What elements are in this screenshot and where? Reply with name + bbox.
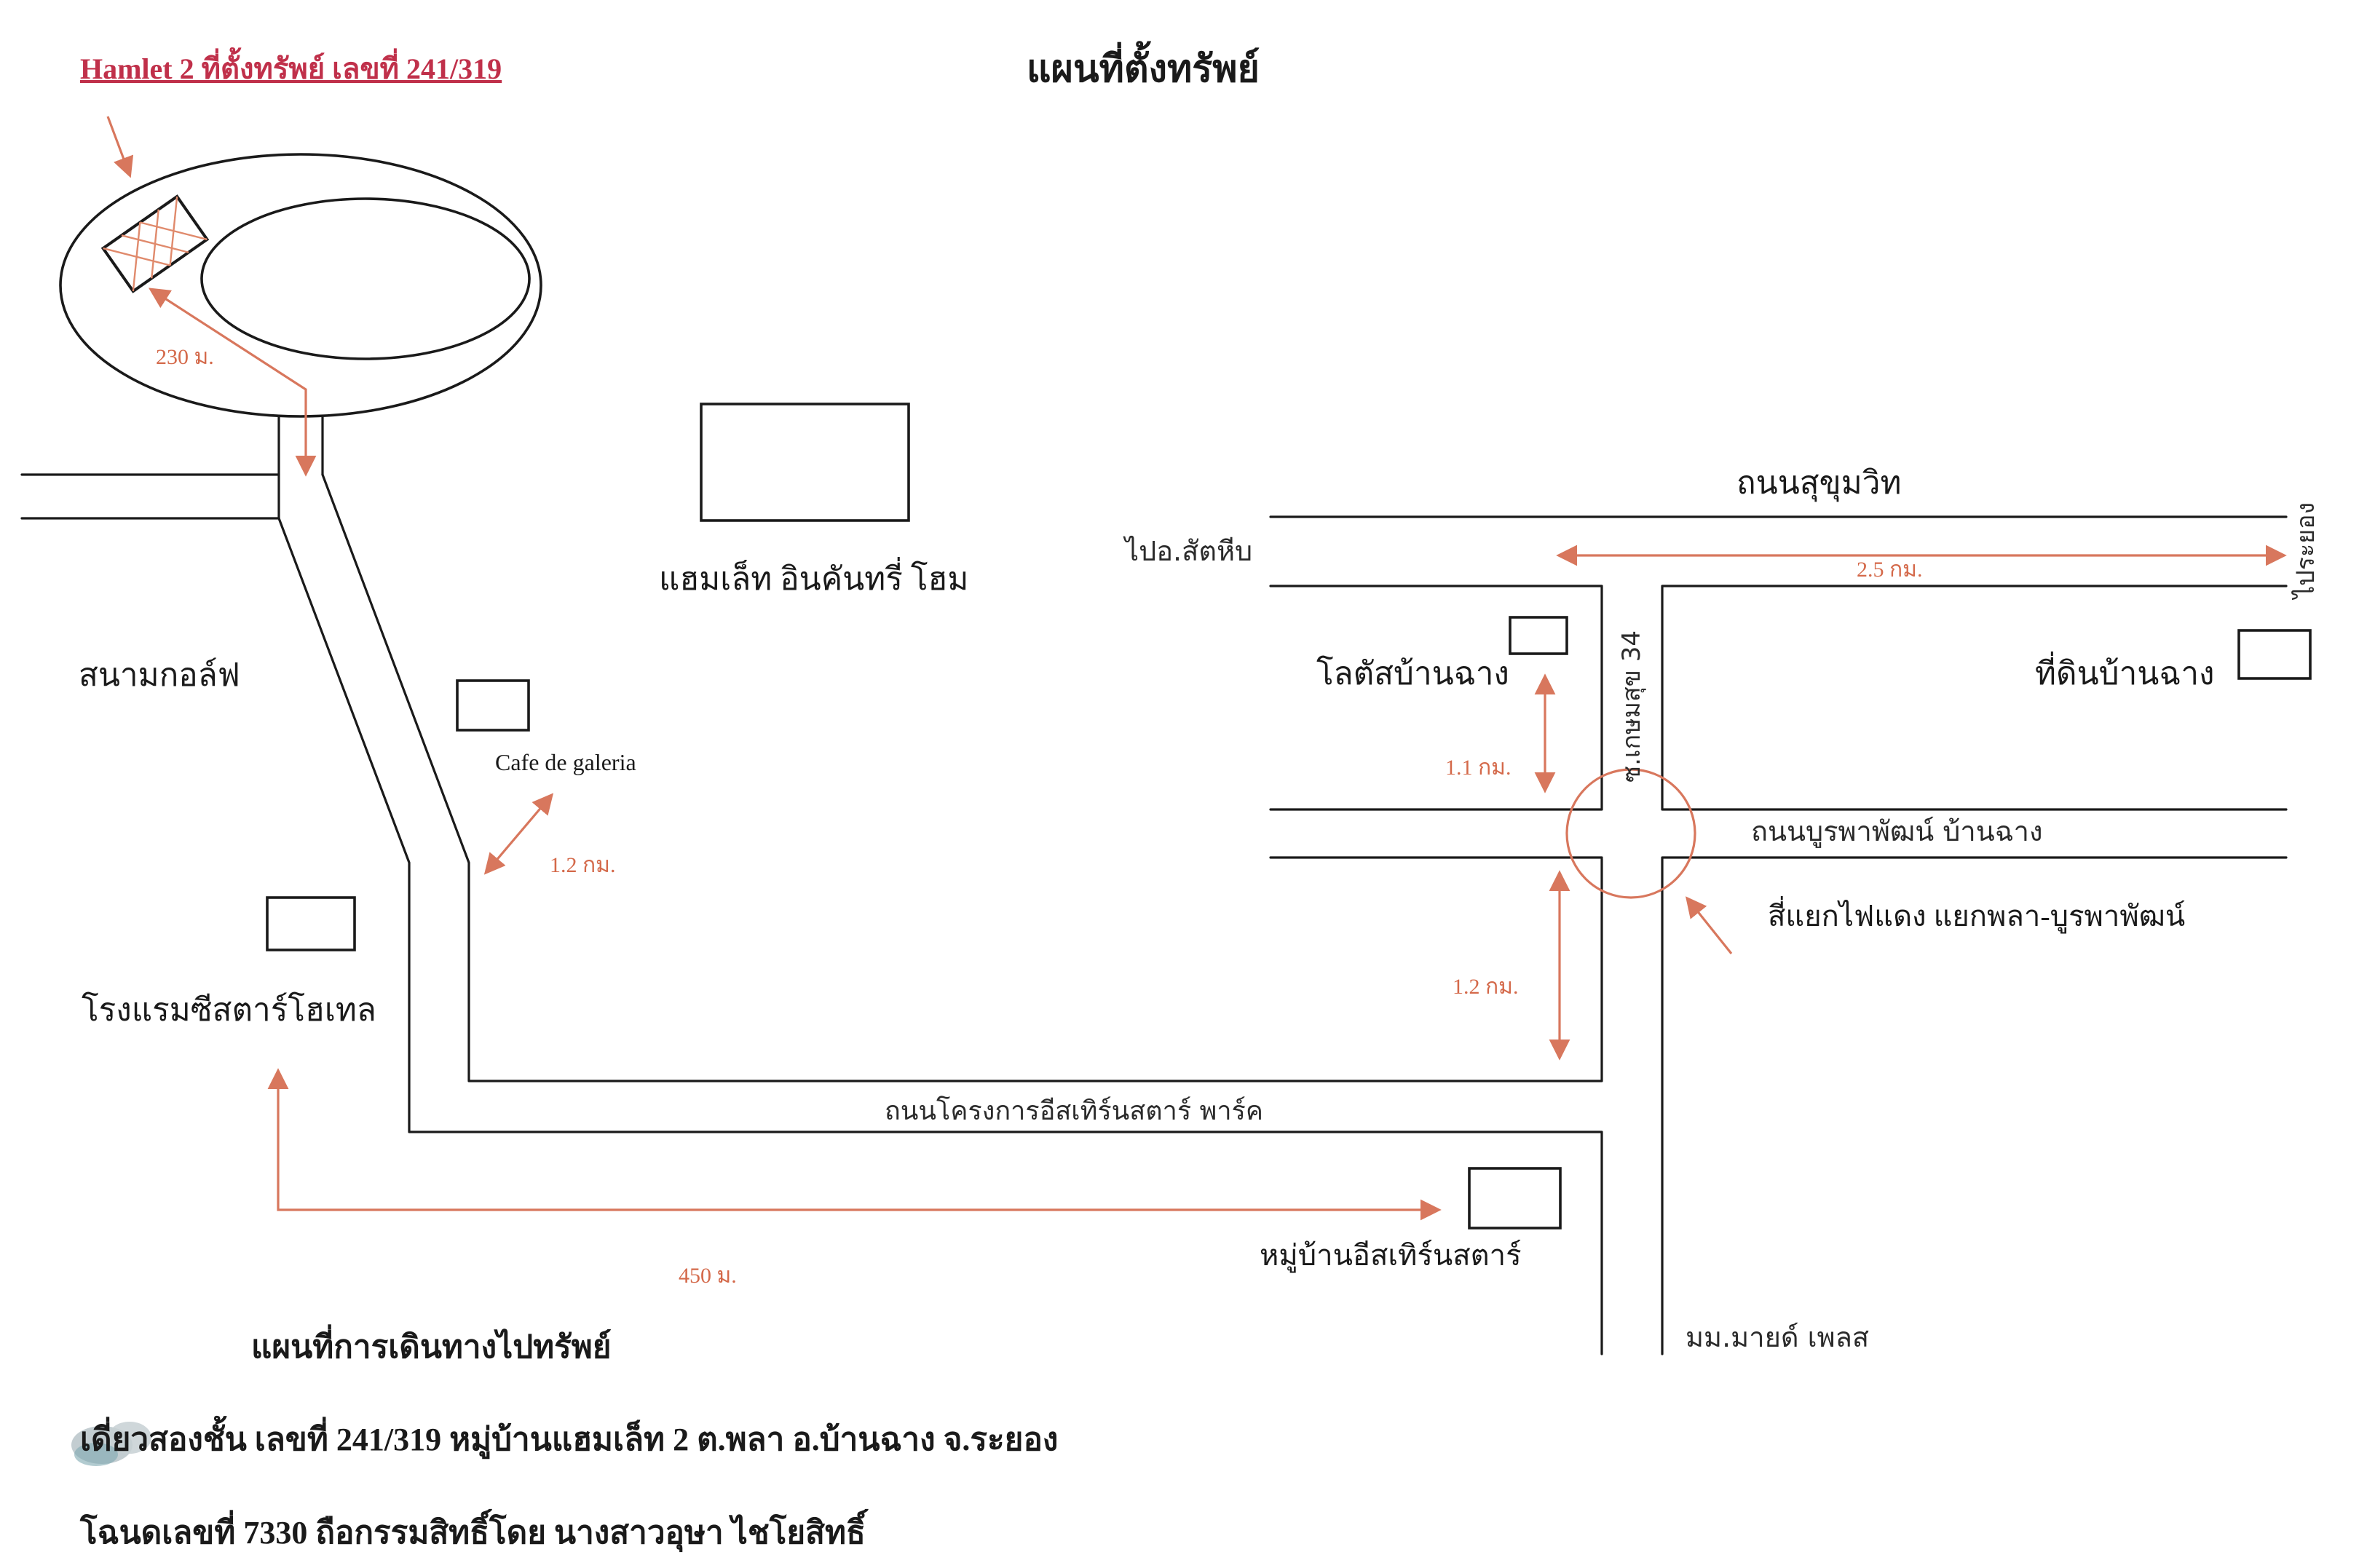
cafe-building — [456, 679, 530, 732]
land-plot-building — [2237, 629, 2312, 680]
burapha-road-label: ถนนบูรพาพัฒน์ บ้านฉาง — [1751, 815, 2043, 848]
eastern-village-building — [1468, 1167, 1562, 1230]
property-tag-arrow — [106, 116, 134, 178]
cafe-label: Cafe de galeria — [495, 749, 636, 775]
footer-line-2: โฉนดเลขที่ 7330 ถือกรรมสิทธิ์โดย นางสาวอ… — [79, 1508, 869, 1553]
to-sattahip-label: ไปอ.สัตหีบ — [1123, 535, 1252, 567]
burapha-lower-right — [1661, 856, 2288, 1355]
intersection-pointer — [1686, 896, 1733, 954]
distance-450m: 450 ม. — [679, 1264, 737, 1288]
distance-2-5km: 2.5 กม. — [1857, 558, 1922, 582]
arrow-1-2km-cafe — [483, 793, 554, 875]
diagonal-road-outer — [277, 517, 1603, 1355]
intersection-label: สี่แยกไฟแดง แยกพลา-บูรพาพัฒน์ — [1768, 896, 2185, 933]
lotus-building — [1509, 616, 1568, 655]
stamp-blur — [71, 1422, 151, 1466]
arrow-450m — [267, 1068, 1442, 1221]
hamlet-infinity-label: แฮมเล็ท อินคันทรี่ โฮม — [659, 556, 968, 597]
page-title: แผนที่ตั้งทรัพย์ — [1027, 41, 1260, 90]
eastern-village-label: หมู่บ้านอีสเทิร์นสตาร์ — [1260, 1239, 1522, 1272]
land-label: ที่ดินบ้านฉาง — [2035, 651, 2215, 692]
eastern-star-road-label: ถนนโครงการอีสเทิร์นสตาร์ พาร์ค — [885, 1096, 1263, 1126]
footer-heading: แผนที่การเดินทางไปทรัพย์ — [251, 1324, 612, 1365]
arrow-230m — [148, 288, 317, 477]
bottom-village-label: มม.มายด์ เพลส — [1686, 1321, 1869, 1353]
seastar-hotel-label: โรงแรมซีสตาร์โฮเทล — [82, 991, 376, 1028]
distance-1-1km: 1.1 กม. — [1445, 756, 1511, 780]
seastar-building — [266, 896, 356, 951]
hamlet-infinity-building — [700, 403, 910, 522]
lotus-label: โลตัสบ้านฉาง — [1316, 655, 1509, 692]
property-plot-marker — [100, 194, 210, 293]
distance-1-2km-south: 1.2 กม. — [1453, 975, 1518, 999]
to-rayong-label: ไประยอง — [2291, 502, 2320, 601]
footer-line-1: เดี่ยวสองชั้น เลขที่ 241/319 หมู่บ้านแฮม… — [80, 1415, 1058, 1459]
distance-1-2km-cafe: 1.2 กม. — [550, 853, 615, 877]
hamlet-2-village — [59, 153, 542, 418]
intersection-circle — [1565, 768, 1696, 899]
hamlet-inner-ring — [200, 197, 531, 360]
sukhumvit-bottom-left — [1269, 585, 1603, 811]
sukhumvit-road-label: ถนนสุขุมวิท — [1736, 465, 1901, 502]
property-tag: Hamlet 2 ที่ตั้งทรัพย์ เลขที่ 241/319 — [80, 47, 502, 85]
distance-230m: 230 ม. — [156, 345, 214, 369]
golf-course-label: สนามกอล์ฟ — [79, 657, 240, 693]
distance-arrows — [106, 116, 2287, 1221]
kasem-soi-label: ซ.เกษมสุข 34 — [1617, 630, 1646, 783]
sukhumvit-bottom-right — [1661, 585, 2288, 811]
hamlet-outer-ring — [59, 153, 542, 418]
